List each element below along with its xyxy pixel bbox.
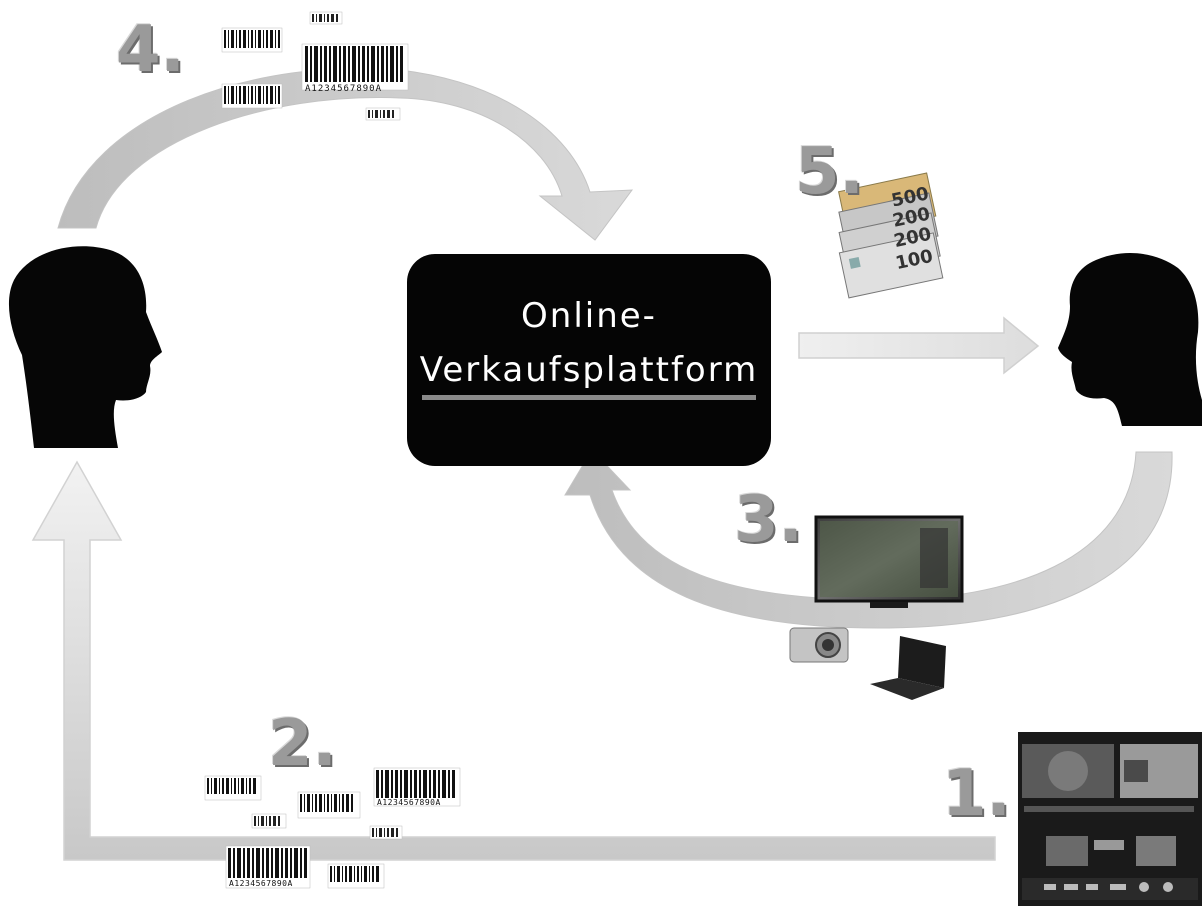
barcode xyxy=(327,863,385,889)
arrow-step5 xyxy=(798,316,1040,375)
online-platform-box: Online- Verkaufsplattform xyxy=(407,254,771,466)
step-number-1: 1. xyxy=(942,757,1011,831)
step-number-2: 2. xyxy=(268,707,337,781)
arrow-step4 xyxy=(57,67,634,241)
barcode-label: A1234567890A xyxy=(305,84,383,94)
platform-underline xyxy=(422,395,756,400)
seller-silhouette xyxy=(8,246,162,448)
barcode xyxy=(204,775,262,801)
barcodes-step2 xyxy=(204,767,461,889)
website-screenshot xyxy=(1018,732,1202,906)
arrow-step2 xyxy=(31,460,996,861)
buyer-silhouette xyxy=(1058,253,1202,426)
banknotes-icon xyxy=(838,172,944,299)
step-number-5: 5. xyxy=(795,135,864,209)
barcode-label: A1234567890A xyxy=(229,879,293,888)
barcode-label: A1234567890A xyxy=(377,798,441,807)
platform-title-line2: Verkaufsplattform xyxy=(419,350,759,390)
tv-icon xyxy=(814,515,964,608)
barcodes-step4 xyxy=(221,11,409,121)
laptop-icon xyxy=(870,636,946,700)
camera-icon xyxy=(789,627,849,663)
platform-title-line1: Online- xyxy=(521,296,657,336)
arrow-step3 xyxy=(564,449,1173,629)
step-number-3: 3. xyxy=(734,483,803,557)
step-number-4: 4. xyxy=(116,13,185,87)
